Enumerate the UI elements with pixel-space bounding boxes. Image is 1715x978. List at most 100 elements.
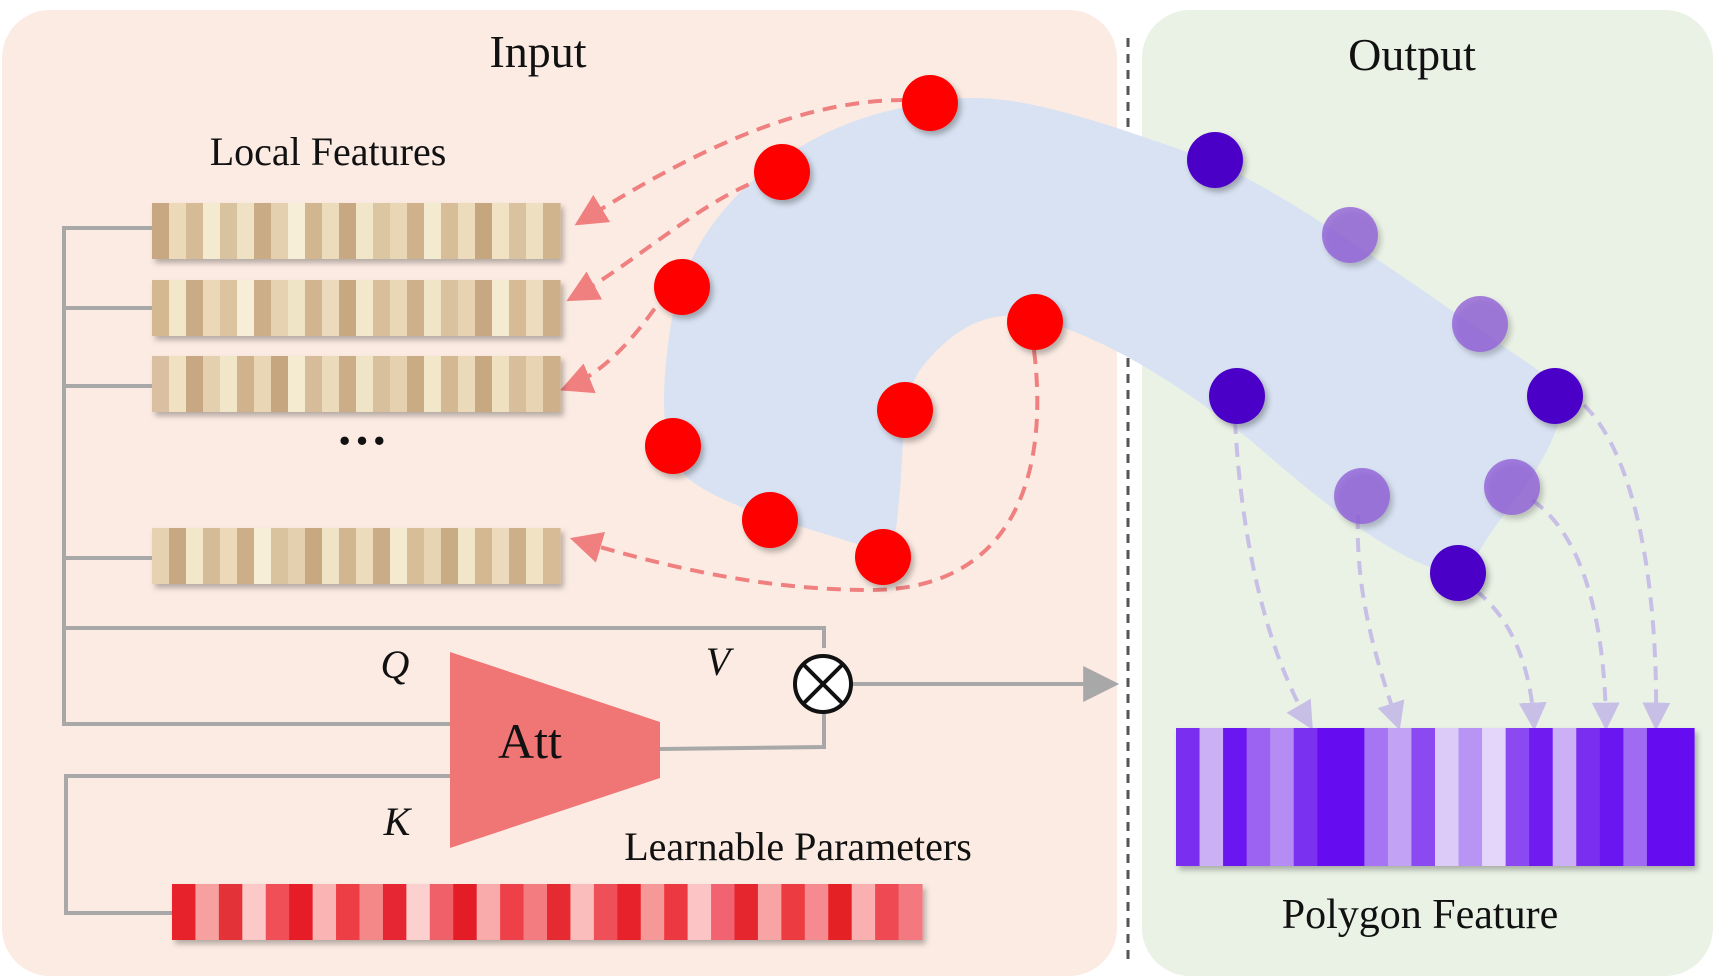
local-feature-bar-stripe <box>305 280 323 336</box>
input-vertex <box>877 382 933 438</box>
learnable-parameters-stripe <box>640 884 665 940</box>
local-feature-bar-stripe <box>305 528 323 584</box>
local-feature-bar-stripe <box>288 280 306 336</box>
local-feature-bar-stripe <box>475 528 493 584</box>
learnable-parameters-stripe <box>593 884 618 940</box>
polygon-feature-stripe <box>1199 728 1224 866</box>
local-feature-bar-stripe <box>322 280 340 336</box>
local-feature-bar-stripe <box>492 280 510 336</box>
local-feature-bar-stripe <box>509 356 527 412</box>
local-feature-bar-stripe <box>305 203 323 259</box>
learnable-parameters-bar <box>172 884 923 940</box>
learnable-parameters <box>172 884 923 940</box>
polygon-feature-stripe <box>1623 728 1648 866</box>
local-feature-bar-stripe <box>288 356 306 412</box>
local-feature-bar-stripe <box>203 203 221 259</box>
polygon-feature-stripe <box>1529 728 1554 866</box>
local-feature-bar-stripe <box>543 280 561 336</box>
local-feature-bar-stripe <box>169 528 187 584</box>
purple-arrow <box>1233 419 1313 730</box>
output-vertex <box>1430 545 1486 601</box>
learnable-parameters-stripe <box>218 884 243 940</box>
polygon-shape <box>664 97 1562 576</box>
learnable-parameters-stripe <box>570 884 595 940</box>
local-feature-bar-stripe <box>169 203 187 259</box>
local-feature-bar-stripe <box>254 203 272 259</box>
local-feature-bar <box>152 528 561 584</box>
local-feature-bar-stripe <box>237 203 255 259</box>
polygon-feature-stripe <box>1435 728 1460 866</box>
local-feature-bar-stripe <box>339 203 357 259</box>
local-feature-bar-stripe <box>339 356 357 412</box>
local-feature-bar-stripe <box>509 203 527 259</box>
local-feature-bar-stripe <box>305 356 323 412</box>
polygon-feature-stripe <box>1340 728 1365 866</box>
input-vertex <box>645 418 701 474</box>
local-feature-bar-stripe <box>339 280 357 336</box>
local-feature-bar-stripe <box>458 356 476 412</box>
polygon-feature-stripe <box>1576 728 1601 866</box>
local-feature-bar-stripe <box>203 356 221 412</box>
learnable-parameters-stripe <box>547 884 572 940</box>
output-title: Output <box>1348 29 1476 80</box>
polygon-feature-stripe <box>1670 728 1695 866</box>
output-vertex-faded <box>1452 296 1508 352</box>
polygon-feature <box>1176 728 1695 866</box>
local-feature-bar-stripe <box>373 280 391 336</box>
local-feature-bar-stripe <box>407 203 425 259</box>
input-vertex <box>754 144 810 200</box>
local-feature-bar-stripe <box>458 528 476 584</box>
local-feature-bar-stripe <box>237 280 255 336</box>
local-feature-bar-stripe <box>458 203 476 259</box>
local-feature-bar-stripe <box>288 528 306 584</box>
local-feature-bar-stripe <box>407 356 425 412</box>
red-arrows <box>560 98 1040 593</box>
purple-arrow <box>1455 576 1547 731</box>
local-feature-bar-stripe <box>543 528 561 584</box>
connectors <box>62 226 1120 915</box>
red-arrow <box>560 288 670 394</box>
polygon-feature-stripe <box>1599 728 1624 866</box>
purple-arrow <box>1530 498 1620 731</box>
multiply-operator <box>793 654 853 714</box>
local-feature-bar-stripe <box>152 280 170 336</box>
local-feature-bar-stripe <box>492 356 510 412</box>
learnable-parameters-stripe <box>617 884 642 940</box>
learnable-parameters-stripe <box>804 884 829 940</box>
ellipsis: ··· <box>336 413 388 470</box>
local-feature-bar-stripe <box>220 356 238 412</box>
polygon-feature-stripe <box>1246 728 1271 866</box>
learnable-parameters-stripe <box>453 884 478 940</box>
input-vertex <box>1007 294 1063 350</box>
local-features <box>152 203 561 584</box>
learnable-parameters-stripe <box>242 884 267 940</box>
local-feature-bar-stripe <box>271 528 289 584</box>
learnable-parameters-stripe <box>429 884 454 940</box>
polygon-feature-stripe <box>1505 728 1530 866</box>
local-feature-bar-stripe <box>492 528 510 584</box>
local-feature-bar-stripe <box>356 356 374 412</box>
local-feature-bar-stripe <box>543 356 561 412</box>
local-feature-bar <box>152 280 561 336</box>
polygon-feature-stripe <box>1317 728 1342 866</box>
local-feature-bar <box>152 356 561 412</box>
local-feature-bar-stripe <box>475 280 493 336</box>
local-feature-bar-stripe <box>492 203 510 259</box>
local-feature-bar-stripe <box>390 280 408 336</box>
polygon-feature-stripe <box>1458 728 1483 866</box>
local-feature-bar-stripe <box>203 280 221 336</box>
key-path <box>64 774 450 915</box>
learnable-parameters-stripe <box>289 884 314 940</box>
learnable-parameters-stripe <box>523 884 548 940</box>
q-label: Q <box>381 642 410 687</box>
local-feature-bar-stripe <box>373 528 391 584</box>
local-feature-bar-stripe <box>356 280 374 336</box>
local-feature-bar-stripe <box>203 528 221 584</box>
red-arrow <box>574 98 906 226</box>
learnable-parameters-stripe <box>875 884 900 940</box>
att-to-multiply <box>659 712 826 751</box>
polygon-feature-bar <box>1176 728 1695 866</box>
value-path <box>64 626 826 648</box>
local-feature-bar-stripe <box>458 280 476 336</box>
local-feature-bar-stripe <box>373 356 391 412</box>
